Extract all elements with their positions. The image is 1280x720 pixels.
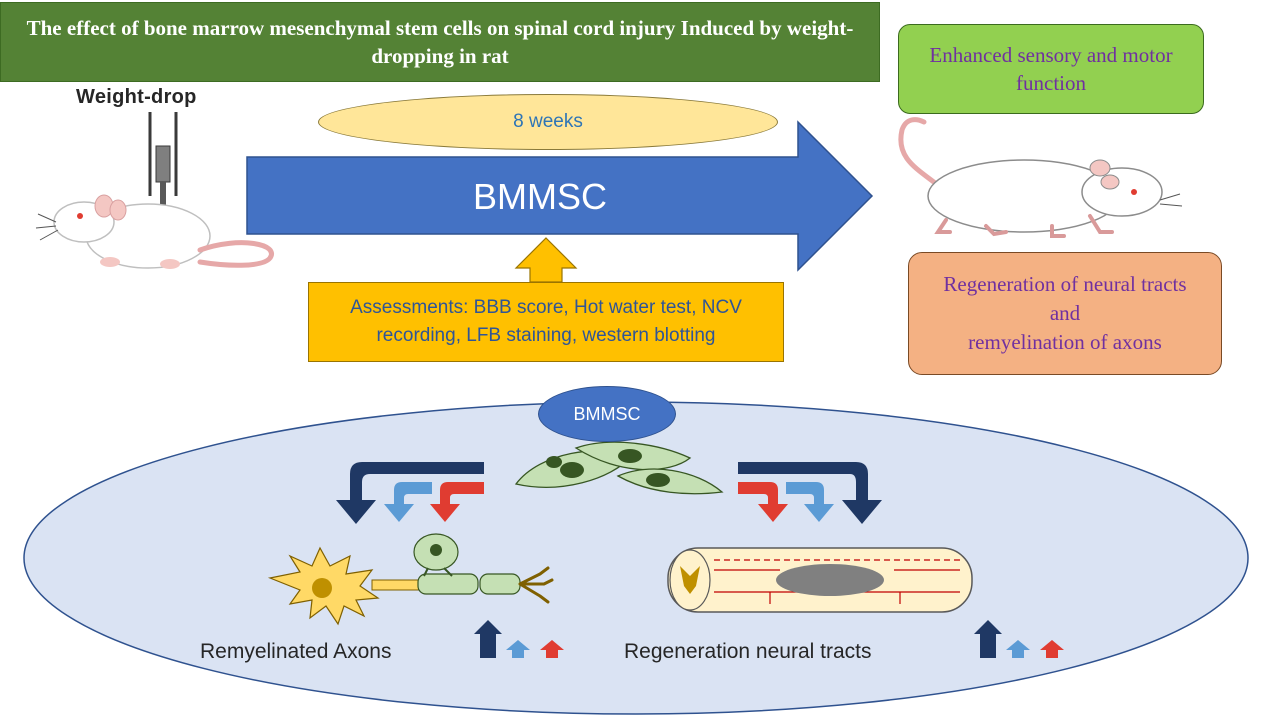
structural-outcome-box: Regeneration of neural tracts and remyel…: [908, 252, 1222, 375]
main-treatment-arrow: [246, 120, 874, 272]
assessments-box: Assessments: BBB score, Hot water test, …: [308, 282, 784, 362]
duration-label: 8 weeks: [318, 94, 778, 150]
diagram-title: The effect of bone marrow mesenchymal st…: [0, 2, 880, 82]
treatment-label: BMMSC: [473, 176, 607, 217]
weight-drop-apparatus-icon: [148, 112, 178, 208]
regeneration-tracts-label: Regeneration neural tracts: [624, 640, 872, 663]
weight-drop-label: Weight-drop: [76, 86, 197, 108]
cell-label-oval: BMMSC: [538, 386, 676, 442]
regeneration-increase-arrows: [974, 620, 1064, 658]
assessment-up-arrow: [514, 237, 578, 283]
left-effect-arrows: [336, 462, 484, 524]
structural-outcome-line3: remyelination of axons: [968, 330, 1162, 354]
functional-outcome-box: Enhanced sensory and motor function: [898, 24, 1204, 114]
remyelination-increase-arrows: [474, 620, 564, 658]
stem-cells-icon: [514, 441, 724, 495]
spinal-cord-tract-icon: [667, 547, 973, 613]
neuron-axon-icon: [267, 533, 554, 626]
structural-outcome-line1: Regeneration of neural tracts: [943, 272, 1187, 296]
structural-outcome-line2: and: [1049, 301, 1081, 325]
remyelinated-axons-label: Remyelinated Axons: [200, 640, 392, 663]
right-effect-arrows: [738, 462, 882, 524]
injured-rat-icon: [35, 194, 274, 269]
recovered-rat-icon: [898, 117, 1183, 238]
